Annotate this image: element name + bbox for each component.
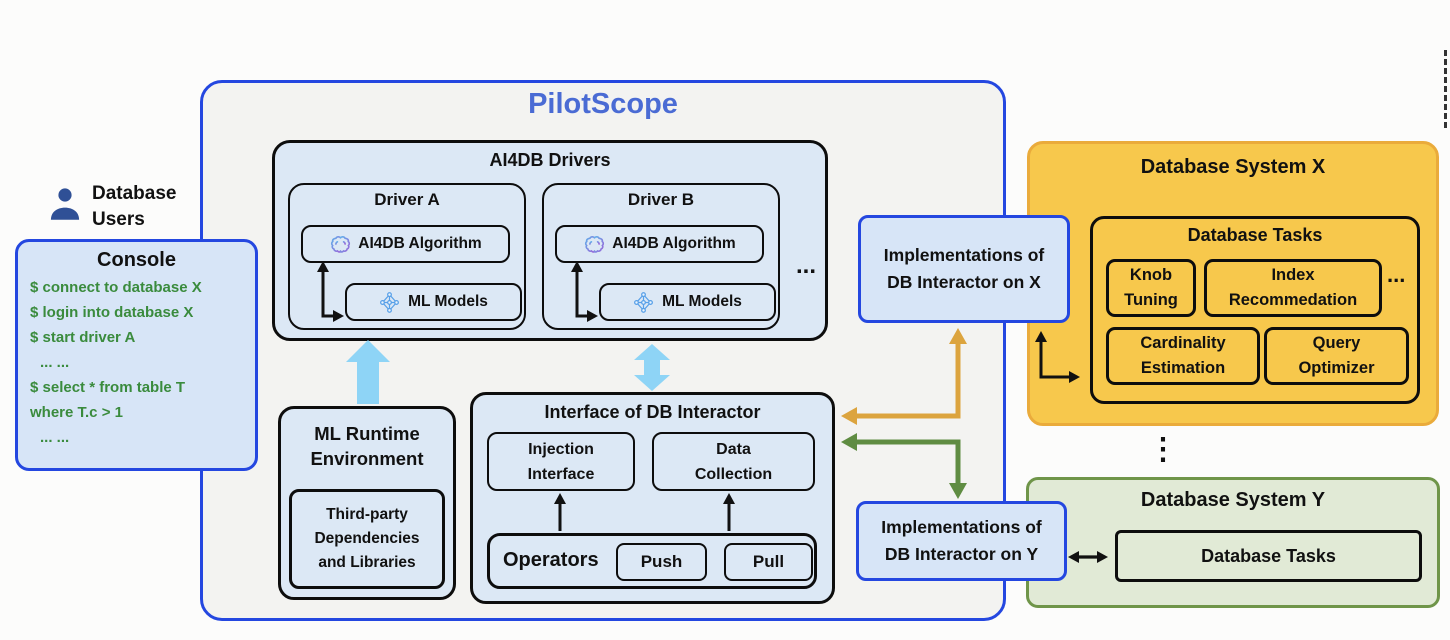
driver-a-ml-models-box: ML Models: [345, 283, 522, 321]
more-drivers-ellipsis: ...: [796, 252, 817, 279]
driver-b-algorithm-box: AI4DB Algorithm: [555, 225, 764, 263]
network-icon: [633, 291, 654, 313]
pilotscope-title: PilotScope: [528, 88, 678, 120]
push-box: Push: [616, 543, 707, 581]
pull-box: Pull: [724, 543, 813, 581]
database-system-x-title: Database System X: [1140, 156, 1326, 178]
index-recommendation-box: Index Recommedation: [1204, 259, 1382, 317]
database-tasks-y-box: Database Tasks: [1115, 530, 1422, 582]
between-systems-ellipsis: ⋮: [1148, 433, 1178, 466]
implementations-y-label: Implementations of DB Interactor on Y: [881, 517, 1042, 564]
db-interactor-interface-title: Interface of DB Interactor: [544, 402, 761, 422]
push-label: Push: [640, 552, 683, 571]
pull-label: Pull: [752, 552, 785, 571]
driver-a-algorithm-box: AI4DB Algorithm: [301, 225, 510, 263]
injection-interface-box: Injection Interface: [487, 432, 635, 491]
query-optimizer-label: Query Optimizer: [1298, 334, 1375, 377]
cardinality-estimation-label: Cardinality Estimation: [1140, 334, 1226, 377]
knob-tuning-label: Knob Tuning: [1124, 266, 1178, 309]
implementations-x-label: Implementations of DB Interactor on X: [883, 245, 1045, 292]
operators-label: Operators: [503, 549, 599, 571]
driver-a-algorithm-label: AI4DB Algorithm: [358, 235, 482, 252]
cardinality-estimation-box: Cardinality Estimation: [1106, 327, 1260, 385]
ml-runtime-title: ML Runtime Environment: [310, 423, 424, 469]
brain-icon: [583, 233, 606, 256]
database-system-x-container: Database System X Database Tasks Knob Tu…: [1027, 141, 1439, 426]
database-tasks-y-label: Database Tasks: [1201, 545, 1336, 566]
ai4db-drivers-title: AI4DB Drivers: [489, 150, 611, 170]
index-recommendation-label: Index Recommedation: [1228, 266, 1358, 309]
third-party-dependencies-label: Third-party Dependencies and Libraries: [314, 506, 420, 571]
data-collection-box: Data Collection: [652, 432, 815, 491]
database-tasks-x-title: Database Tasks: [1187, 225, 1323, 245]
implementations-x-box: Implementations of DB Interactor on X: [858, 215, 1070, 323]
console-line: ... ...: [40, 354, 70, 371]
implementations-y-box: Implementations of DB Interactor on Y: [856, 501, 1067, 581]
query-optimizer-box: Query Optimizer: [1264, 327, 1409, 385]
data-collection-label: Data Collection: [694, 440, 773, 483]
knob-tuning-box: Knob Tuning: [1106, 259, 1196, 317]
database-system-y-title: Database System Y: [1140, 489, 1326, 511]
driver-b-title: Driver B: [627, 190, 695, 209]
database-system-y-container: Database System Y Database Tasks: [1026, 477, 1440, 608]
console-line: $ select * from table T: [30, 379, 186, 396]
console-line: where T.c > 1: [30, 404, 123, 421]
injection-interface-label: Injection Interface: [527, 440, 595, 483]
driver-b-ml-models-label: ML Models: [662, 293, 742, 310]
dotted-edge-line: [1444, 50, 1447, 128]
driver-a-title: Driver A: [374, 190, 440, 209]
driver-b-algorithm-label: AI4DB Algorithm: [612, 235, 736, 252]
console-line: $ connect to database X: [30, 279, 202, 296]
driver-b-ml-models-box: ML Models: [599, 283, 776, 321]
console-panel: Console $ connect to database X $ login …: [15, 239, 258, 471]
console-line: $ login into database X: [30, 304, 194, 321]
driver-a-ml-models-label: ML Models: [408, 293, 488, 310]
database-users-label: Database Users: [92, 183, 177, 230]
network-icon: [379, 291, 400, 313]
console-line: $ start driver A: [30, 329, 136, 346]
third-party-dependencies-box: Third-party Dependencies and Libraries: [289, 489, 445, 589]
user-person-icon: [47, 180, 83, 228]
console-line: ... ...: [40, 429, 70, 446]
operators-box: Operators Push Pull: [487, 533, 817, 589]
brain-icon: [329, 233, 352, 256]
console-title: Console: [97, 249, 176, 271]
more-tasks-ellipsis: ...: [1387, 262, 1406, 287]
database-tasks-x-box: Database Tasks Knob Tuning Index Recomme…: [1090, 216, 1420, 404]
